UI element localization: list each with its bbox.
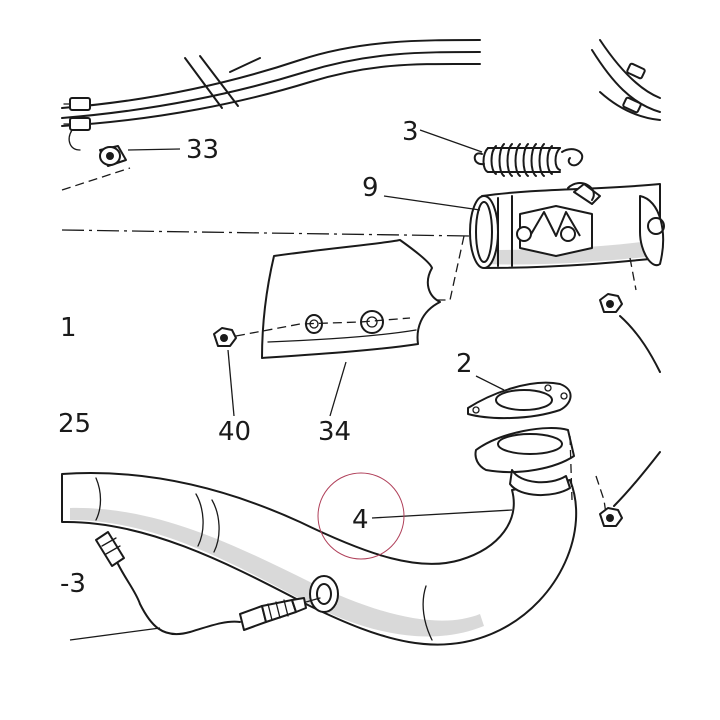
exhaust-section-9 <box>383 182 665 301</box>
callout-34: 34 <box>318 417 351 447</box>
callout-25: 25 <box>58 409 91 439</box>
cable-harness <box>61 39 481 151</box>
callout-40: 40 <box>218 417 251 447</box>
highlight-circle <box>317 472 405 560</box>
spring-3 <box>419 129 584 177</box>
centreline <box>61 229 471 237</box>
oxygen-sensor <box>69 531 321 641</box>
cable-right <box>591 39 661 121</box>
callout-1: 1 <box>60 313 77 343</box>
downpipe-4 <box>61 427 607 646</box>
spacer-33 <box>61 145 181 191</box>
callout-2: 2 <box>456 349 473 379</box>
nut-right-lower <box>599 451 661 527</box>
callout-3: 3 <box>402 117 419 147</box>
callout-9: 9 <box>362 173 379 203</box>
heat-shield-34 <box>235 239 441 417</box>
callout-minus-3: -3 <box>60 569 86 599</box>
gasket-2 <box>467 375 572 420</box>
nut-40 <box>213 327 237 417</box>
callout-33: 33 <box>186 135 219 165</box>
callout-4: 4 <box>352 505 369 535</box>
nut-right-upper <box>599 293 661 373</box>
